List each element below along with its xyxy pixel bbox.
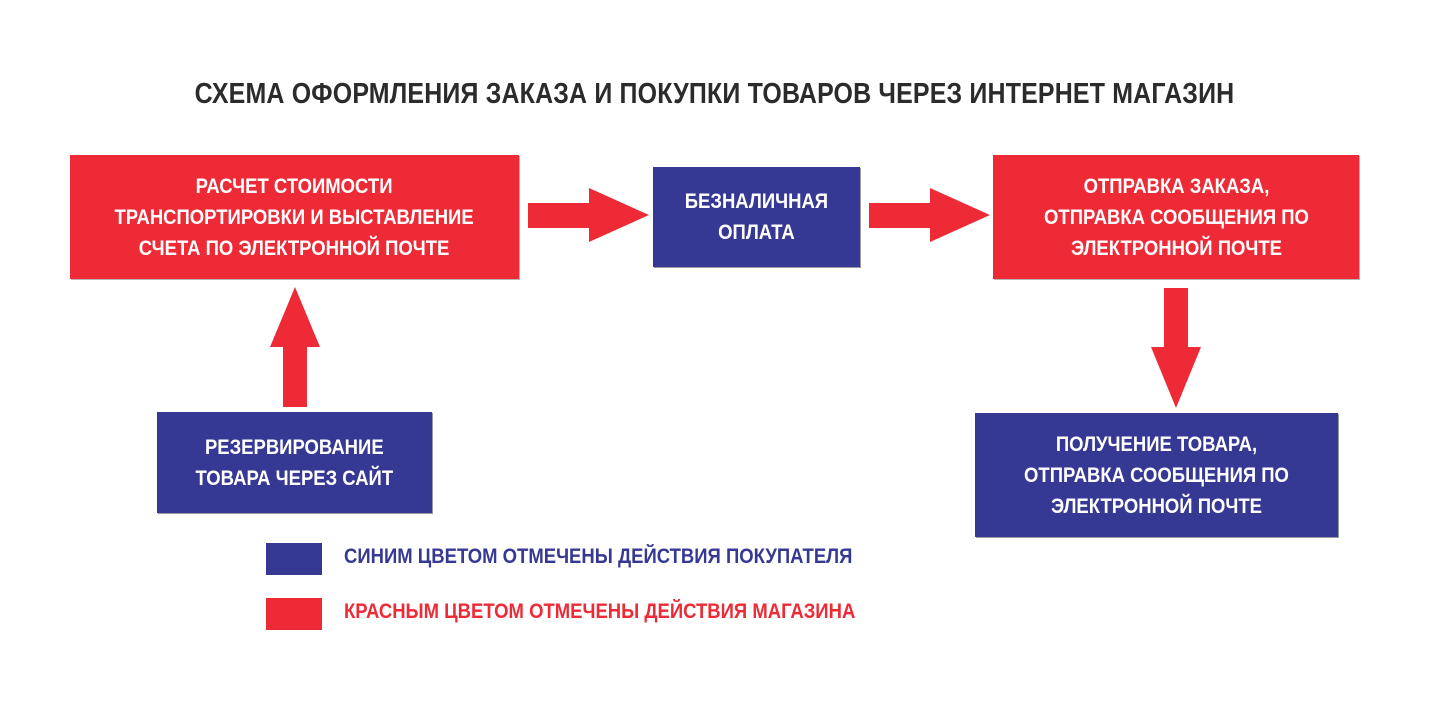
step-text-line: ЭЛЕКТРОННОЙ ПОЧТЕ <box>1070 236 1282 260</box>
step-text-line: ТОВАРА ЧЕРЕЗ САЙТ <box>195 466 394 490</box>
arrow-right-icon <box>869 188 990 242</box>
step-text-line: ОТПРАВКА СООБЩЕНИЯ ПО <box>1024 463 1289 487</box>
step-text-line: РЕЗЕРВИРОВАНИЕ <box>205 435 384 459</box>
step-text-line: БЕЗНАЛИЧНАЯ <box>684 190 829 213</box>
legend-store-swatch <box>266 598 322 630</box>
step-text-line: ОПЛАТА <box>718 221 795 244</box>
step-text-line: СЧЕТА ПО ЭЛЕКТРОННОЙ ПОЧТЕ <box>139 236 450 260</box>
step-text-line: ЭЛЕКТРОННОЙ ПОЧТЕ <box>1051 494 1262 518</box>
step-text-line: ОТПРАВКА ЗАКАЗА, <box>1083 174 1269 198</box>
legend-buyer-swatch <box>266 543 322 575</box>
arrow-down-icon <box>1151 288 1201 408</box>
step-cashless-payment: БЕЗНАЛИЧНАЯ ОПЛАТА <box>653 167 860 267</box>
diagram-title: СХЕМА ОФОРМЛЕНИЯ ЗАКАЗА И ПОКУПКИ ТОВАРО… <box>194 78 1235 110</box>
step-goods-receipt: ПОЛУЧЕНИЕ ТОВАРА, ОТПРАВКА СООБЩЕНИЯ ПО … <box>975 413 1338 537</box>
step-text-line: ОТПРАВКА СООБЩЕНИЯ ПО <box>1043 205 1309 229</box>
legend-store-text: КРАСНЫМ ЦВЕТОМ ОТМЕЧЕНЫ ДЕЙСТВИЯ МАГАЗИН… <box>344 600 856 623</box>
step-order-shipping: ОТПРАВКА ЗАКАЗА, ОТПРАВКА СООБЩЕНИЯ ПО Э… <box>993 155 1359 279</box>
legend-buyer-text: СИНИМ ЦВЕТОМ ОТМЕЧЕНЫ ДЕЙСТВИЯ ПОКУПАТЕЛ… <box>344 545 853 568</box>
arrow-right-icon <box>528 188 649 242</box>
step-text-line: ТРАНСПОРТИРОВКИ И ВЫСТАВЛЕНИЕ <box>114 205 475 229</box>
step-text-line: ПОЛУЧЕНИЕ ТОВАРА, <box>1055 432 1258 456</box>
step-text-line: РАСЧЕТ СТОИМОСТИ <box>196 174 393 198</box>
arrow-up-icon <box>270 287 320 407</box>
step-reservation: РЕЗЕРВИРОВАНИЕ ТОВАРА ЧЕРЕЗ САЙТ <box>157 412 432 513</box>
step-shipping-cost-invoice: РАСЧЕТ СТОИМОСТИ ТРАНСПОРТИРОВКИ И ВЫСТА… <box>70 155 519 279</box>
